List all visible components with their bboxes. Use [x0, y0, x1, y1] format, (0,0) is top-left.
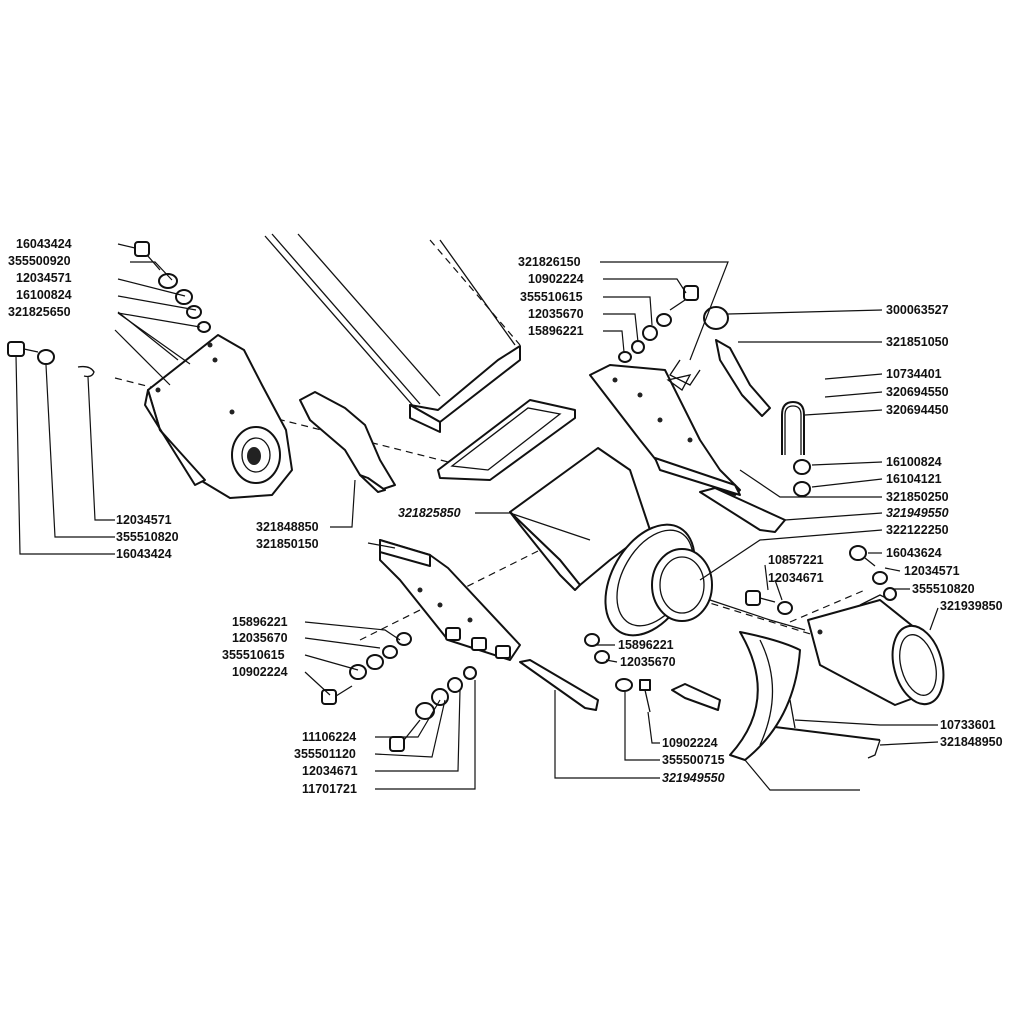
label-10733601: 10733601 — [940, 718, 996, 732]
label-321826150: 321826150 — [518, 255, 581, 269]
right-upper-hardware — [618, 285, 701, 386]
label-321850150: 321850150 — [256, 537, 319, 551]
rod — [774, 699, 881, 759]
label-321851050: 321851050 — [886, 335, 949, 349]
label-10857221: 10857221 — [768, 553, 824, 567]
label-321850250: 321850250 — [886, 490, 949, 504]
leader-lines — [15, 243, 939, 791]
label-321825650: 321825650 — [8, 305, 71, 319]
label-12034671-b: 12034671 — [768, 571, 824, 585]
label-11701721: 11701721 — [302, 782, 357, 796]
label-320694550: 320694550 — [886, 385, 949, 399]
label-355500715: 355500715 — [662, 753, 725, 767]
label-355510615-a: 355510615 — [222, 648, 285, 662]
tapered-pin — [671, 683, 721, 711]
label-320694450: 320694450 — [886, 403, 949, 417]
label-15896221-b: 15896221 — [528, 324, 584, 338]
label-321848950: 321848950 — [940, 735, 1003, 749]
lower-left-bracket — [379, 539, 521, 661]
label-16043624: 16043624 — [886, 546, 942, 560]
u-bolt — [781, 401, 805, 455]
lower-left-hardware — [321, 632, 477, 752]
curved-guard — [729, 631, 801, 761]
label-16043424-a: 16043424 — [16, 237, 72, 251]
label-12034671-a: 12034671 — [302, 764, 358, 778]
label-321848850: 321848850 — [256, 520, 319, 534]
wear-plate-upper — [699, 487, 786, 533]
label-12035670-a: 12035670 — [232, 631, 288, 645]
part-labels: 16043424 355500920 12034571 16100824 321… — [8, 237, 1003, 796]
left-spout-plate — [144, 334, 293, 499]
label-355510615-b: 355510615 — [520, 290, 583, 304]
wear-plate-lower — [519, 659, 599, 711]
label-12034571-a: 12034571 — [16, 271, 72, 285]
housing-washers — [584, 633, 610, 664]
label-16104121: 16104121 — [886, 472, 942, 486]
label-10902224-c: 10902224 — [662, 736, 718, 750]
label-16043424-b: 16043424 — [116, 547, 172, 561]
label-10734401: 10734401 — [886, 367, 942, 381]
center-bottom-bolt — [615, 678, 651, 713]
label-16100824-b: 16100824 — [886, 455, 942, 469]
label-355510820-a: 355510820 — [116, 530, 179, 544]
label-10902224-b: 10902224 — [528, 272, 584, 286]
label-321949550-b: 321949550 — [662, 771, 725, 785]
label-10902224-a: 10902224 — [232, 665, 288, 679]
deflector-bracket — [299, 391, 396, 493]
label-12034571-c: 12034571 — [904, 564, 960, 578]
label-15896221-a: 15896221 — [232, 615, 288, 629]
label-15896221-c: 15896221 — [618, 638, 674, 652]
label-11106224: 11106224 — [302, 730, 356, 744]
label-355501120: 355501120 — [294, 747, 356, 761]
label-321825850: 321825850 — [398, 506, 461, 520]
right-side-hardware — [745, 545, 897, 615]
label-300063527: 300063527 — [886, 303, 949, 317]
label-355510820-b: 355510820 — [912, 582, 975, 596]
label-16100824-a: 16100824 — [16, 288, 72, 302]
label-12034571-b: 12034571 — [116, 513, 172, 527]
label-322122250: 322122250 — [886, 523, 949, 537]
spacers — [793, 459, 811, 497]
cylinder-tube — [807, 594, 945, 706]
label-355500920: 355500920 — [8, 254, 71, 268]
label-12035670-b: 12035670 — [528, 307, 584, 321]
discharge-chute — [264, 233, 576, 481]
label-321939850: 321939850 — [940, 599, 1003, 613]
label-12035670-c: 12035670 — [620, 655, 676, 669]
control-lever — [703, 306, 771, 417]
center-housing — [509, 447, 713, 637]
label-321949550-a: 321949550 — [886, 506, 949, 520]
upper-right-plate — [589, 364, 741, 496]
